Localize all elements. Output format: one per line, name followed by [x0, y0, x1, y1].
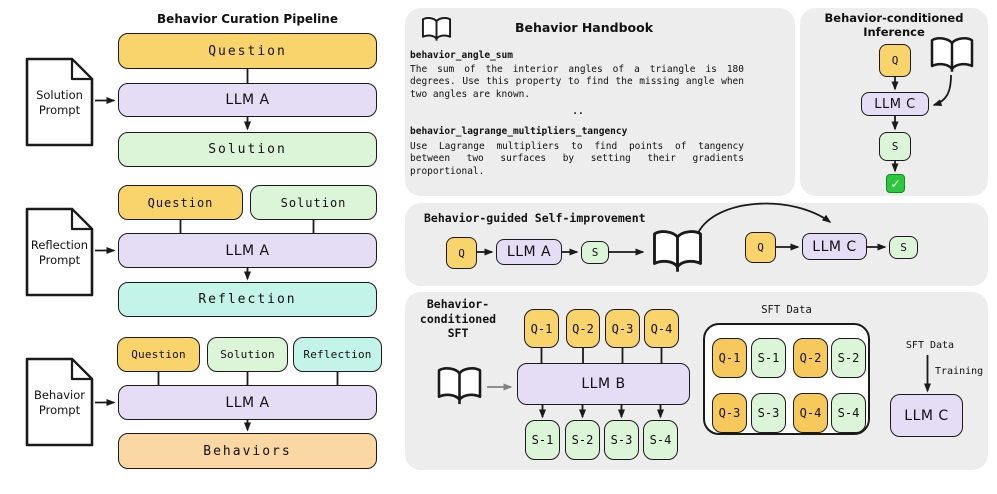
stage2-llm-a-box: LLM A — [118, 233, 377, 268]
self-improvement-title: Behavior-guided Self-improvement — [424, 211, 646, 225]
selfimp-s2-box: S — [889, 236, 918, 259]
pipeline-title: Behavior Curation Pipeline — [157, 12, 338, 26]
inference-llm-c-box: LLM C — [861, 92, 929, 116]
handbook-entry2-name: behavior_lagrange_multipliers_tangency — [410, 126, 628, 137]
sft-right-data-label: SFT Data — [905, 340, 955, 351]
pair-s4-box: S-4 — [831, 393, 866, 433]
pair-q3-box: Q-3 — [712, 393, 747, 433]
sft-s1-box: S-1 — [525, 420, 560, 460]
doc-label-line2: Prompt — [38, 402, 81, 417]
sft-title-line1: Behavior- — [426, 297, 490, 311]
sft-q4-box: Q-4 — [644, 309, 679, 348]
behavior-handbook-panel — [405, 8, 795, 196]
training-label: Training — [935, 366, 984, 377]
sft-llm-b-box: LLM B — [517, 363, 690, 405]
selfimp-llm-a-box: LLM A — [496, 239, 562, 265]
stage1-question-box: Question — [118, 33, 377, 69]
doc-label-line2: Prompt — [38, 102, 81, 117]
document-icon — [25, 57, 94, 147]
doc-label-line2: Prompt — [38, 252, 81, 267]
sft-s3-box: S-3 — [604, 420, 639, 460]
sft-title-line2: conditioned SFT — [419, 311, 497, 341]
pair-q2-box: Q-2 — [793, 338, 828, 378]
inference-s-box: S — [879, 132, 911, 161]
sft-s4-box: S-4 — [643, 420, 678, 460]
pair-q1-box: Q-1 — [712, 338, 747, 378]
sft-book-icon — [436, 366, 483, 411]
handbook-entry2-text: Use Lagrange multipliers to find points … — [410, 141, 744, 177]
doc-label: Reflection Prompt — [24, 207, 95, 298]
stage3-behaviors-box: Behaviors — [118, 433, 377, 469]
selfimp-s1-box: S — [581, 241, 609, 264]
inference-title-line2: Inference — [863, 25, 925, 39]
stage3-llm-a-box: LLM A — [118, 385, 377, 420]
sft-llm-c-box: LLM C — [890, 394, 963, 437]
handbook-entry1-name: behavior_angle_sum — [410, 50, 513, 61]
stage3-question-box: Question — [117, 337, 200, 372]
handbook-entry1-text: The sum of the interior angles of a tria… — [410, 64, 744, 100]
reflection-prompt-doc: Reflection Prompt — [24, 207, 95, 298]
behavior-prompt-doc: Behavior Prompt — [24, 357, 95, 448]
inference-book-icon — [928, 36, 976, 80]
stage1-solution-box: Solution — [118, 132, 377, 167]
stage2-solution-box: Solution — [250, 185, 377, 220]
pair-s1-box: S-1 — [751, 338, 786, 378]
selfimp-llm-c-box: LLM C — [802, 233, 867, 260]
pair-s3-box: S-3 — [751, 393, 786, 433]
stage3-solution-box: Solution — [207, 337, 288, 372]
pair-q4-box: Q-4 — [793, 393, 828, 433]
sft-q1-box: Q-1 — [524, 309, 559, 348]
doc-label-line1: Behavior — [33, 387, 86, 402]
stage2-reflection-box: Reflection — [118, 282, 377, 317]
selfimp-q1-box: Q — [446, 237, 477, 269]
stage1-llm-a-box: LLM A — [118, 83, 377, 117]
document-icon — [25, 207, 94, 297]
solution-prompt-doc: Solution Prompt — [24, 57, 95, 148]
selfimp-q2-box: Q — [745, 232, 776, 263]
sft-q3-box: Q-3 — [605, 309, 640, 348]
sft-data-label: SFT Data — [761, 304, 812, 316]
sft-data-container: Q-1 S-1 Q-2 S-2 Q-3 S-3 Q-4 S-4 — [703, 323, 870, 435]
success-check-icon: ✓ — [886, 174, 905, 193]
doc-label-line1: Reflection — [30, 237, 89, 252]
sft-title: Behavior- conditioned SFT — [408, 297, 508, 341]
sft-q2-box: Q-2 — [566, 309, 600, 348]
stage2-question-box: Question — [118, 185, 243, 220]
doc-label-line1: Solution — [36, 87, 83, 102]
sft-s2-box: S-2 — [565, 420, 600, 460]
stage3-reflection-box: Reflection — [293, 337, 382, 372]
doc-label: Solution Prompt — [24, 57, 95, 148]
behavior-conditioned-sft-panel — [405, 292, 988, 470]
document-icon — [25, 357, 94, 447]
handbook-separator: .. — [572, 106, 584, 117]
handbook-title: Behavior Handbook — [514, 20, 654, 35]
inference-q-box: Q — [879, 44, 911, 77]
handbook-book-icon — [421, 16, 452, 48]
inference-title-line1: Behavior-conditioned — [824, 11, 964, 25]
pair-s2-box: S-2 — [831, 338, 866, 378]
selfimp-book-icon — [650, 229, 705, 279]
doc-label: Behavior Prompt — [24, 357, 95, 448]
